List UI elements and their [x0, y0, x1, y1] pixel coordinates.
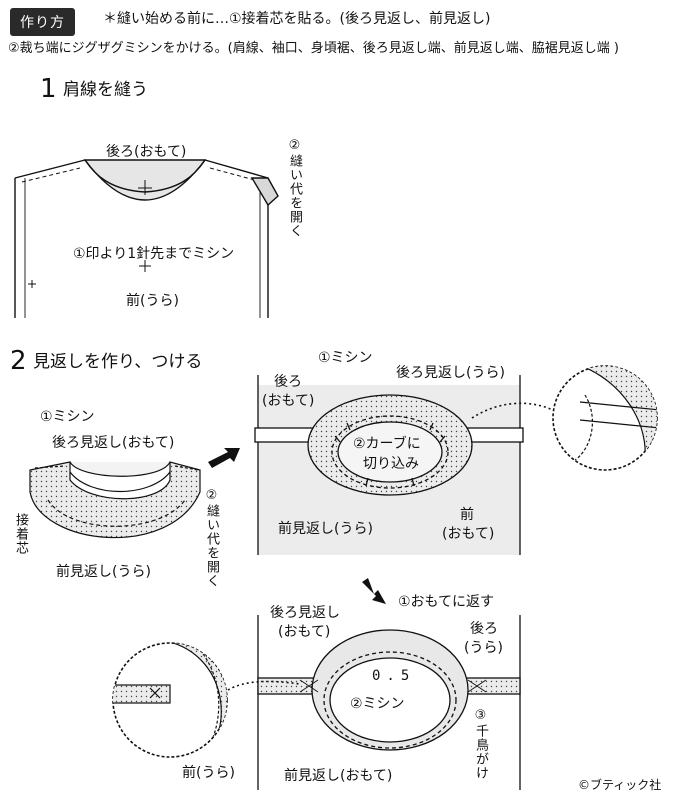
step2-left-front-facing: 前見返し(うら)	[56, 564, 151, 580]
step2-bottom-back-facing-side: (おもて)	[278, 624, 331, 640]
instructions-badge: 作り方	[10, 8, 75, 36]
step2-bottom-back-facing: 後ろ見返し	[270, 605, 340, 621]
step2-left-interfacing: 接着芯	[13, 513, 28, 555]
step2-right-front: 前	[460, 507, 474, 523]
step2-left-back-facing: 後ろ見返し(おもて)	[52, 435, 175, 451]
step2-right-clip-line2: 切り込み	[363, 456, 419, 472]
step1-front-label: 前(うら)	[126, 293, 179, 309]
step2-bottom-back-side: (うら)	[464, 640, 503, 656]
step2-right-clip-line1: ②カーブに	[353, 436, 421, 452]
step2-right-front-facing: 前見返し(うら)	[278, 521, 373, 537]
prep-note-line1: ＊縫い始める前に…①接着芯を貼る。(後ろ見返し、前見返し)	[103, 11, 491, 27]
step2-left-facing	[29, 461, 201, 539]
step2-right-sew: ①ミシン	[318, 350, 373, 366]
step2-bottom-front-facing: 前見返し(おもて)	[284, 768, 393, 784]
step2-bottom-measure: 0.5	[372, 668, 416, 684]
copyright-credit: ©ブティック社	[578, 778, 662, 792]
step2-bottom-front: 前(うら)	[182, 765, 235, 781]
step2-right-back: 後ろ	[274, 374, 302, 390]
step2-bottom-blind-stitch: ③千鳥がけ	[473, 708, 488, 780]
step2-left-open-allowance: ②縫い代を開く	[204, 488, 219, 588]
step2-right-front-side: (おもて)	[442, 526, 495, 542]
prep-note-line2: ②裁ち端にジグザグミシンをかける。(肩線、袖口、身頃裾、後ろ見返し端、前見返し端…	[8, 41, 619, 56]
step1-garment	[14, 159, 279, 318]
step2-right-back-facing: 後ろ見返し(うら)	[396, 365, 505, 381]
step2-bottom-assembly	[257, 615, 521, 790]
step1-open-allowance: ②縫い代を開く	[287, 138, 302, 238]
step2-bottom-back: 後ろ	[470, 621, 498, 637]
zoom-detail-right	[471, 365, 658, 471]
step-arrows	[208, 448, 386, 604]
step2-left-sew: ①ミシン	[40, 409, 95, 425]
step1-title: 肩線を縫う	[63, 80, 148, 100]
step1-stitch-note: ①印より1針先までミシン	[73, 246, 235, 262]
step2-bottom-sew: ②ミシン	[350, 696, 405, 712]
step1-back-label: 後ろ(おもて)	[106, 144, 187, 160]
step2-number: 2	[10, 346, 27, 376]
step2-bottom-turn: ①おもてに返す	[398, 594, 494, 610]
step1-number: 1	[40, 74, 57, 104]
step2-right-assembly	[254, 375, 524, 555]
step2-title: 見返しを作り、つける	[33, 352, 203, 372]
zoom-detail-left	[112, 642, 301, 758]
step2-right-back-side: (おもて)	[262, 393, 315, 409]
